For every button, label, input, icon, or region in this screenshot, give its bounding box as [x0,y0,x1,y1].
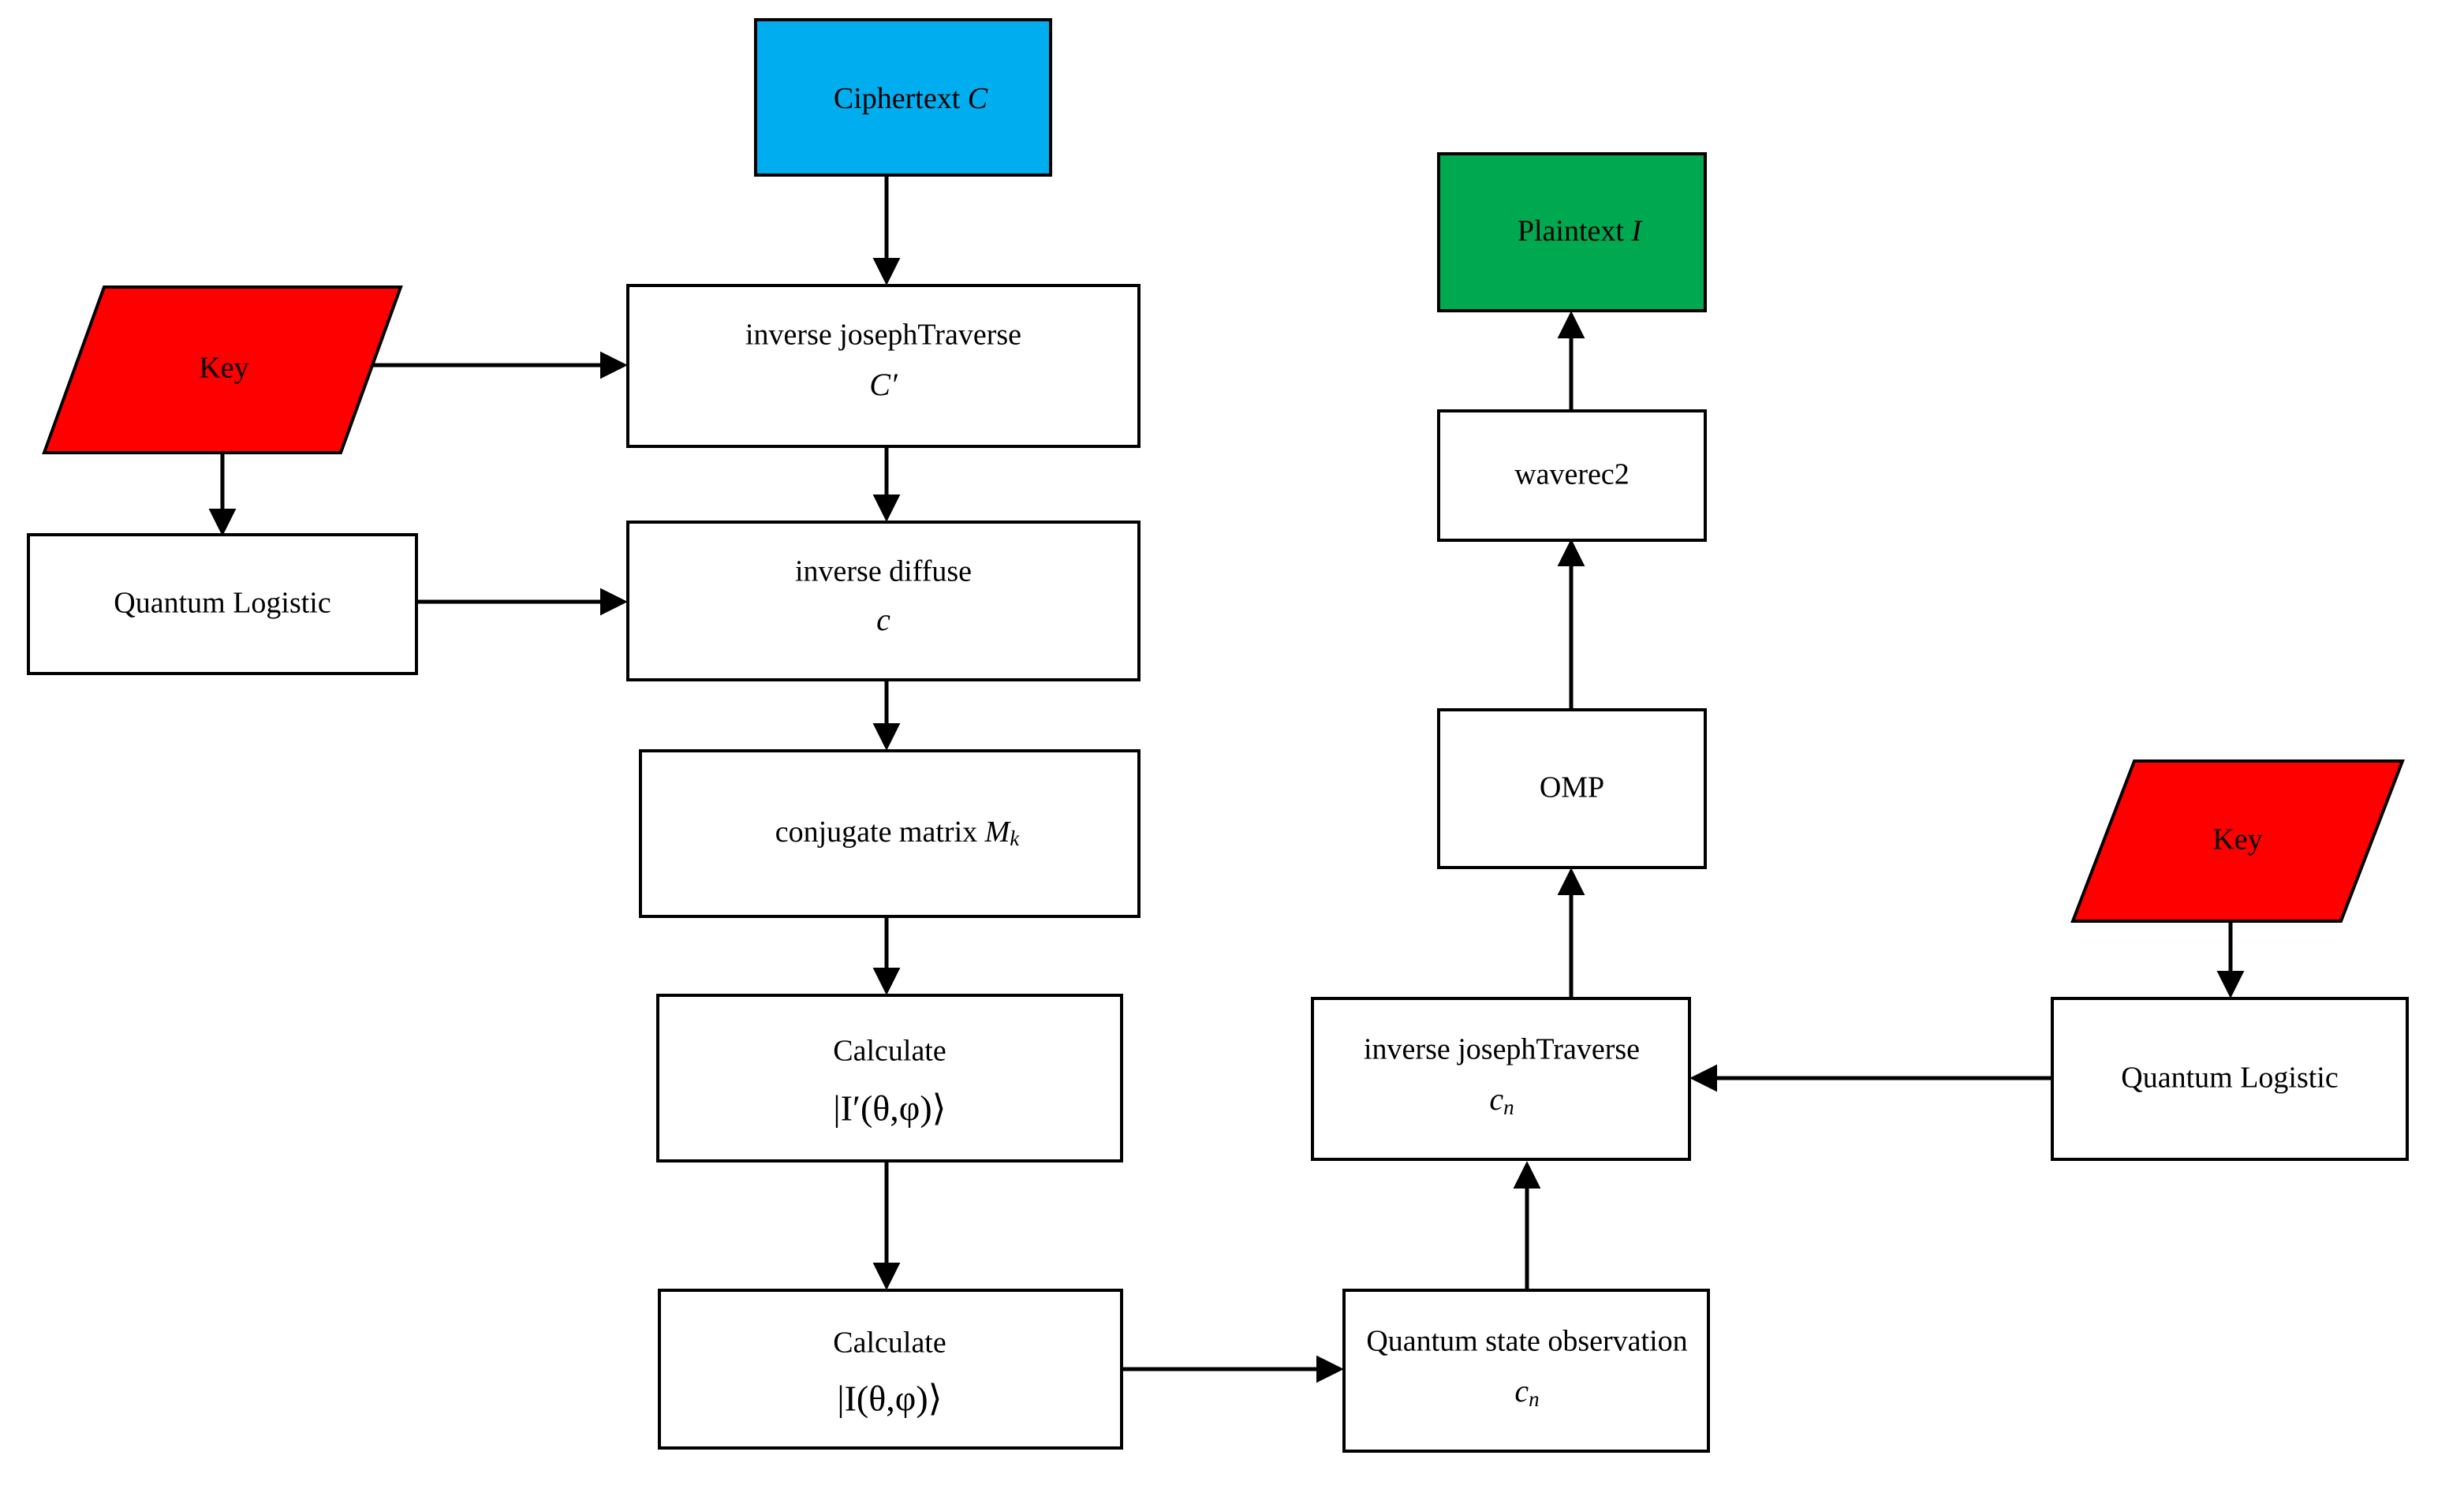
node-quantum-logistic-left-label: Quantum Logistic [114,587,330,620]
node-plaintext-symbol: I [1630,215,1643,248]
node-quantum-logistic-left[interactable]: Quantum Logistic [27,533,418,675]
node-quantum-state-observation-label: Quantum state observation [1366,1325,1687,1358]
svg-text:conjugate matrix Mk: conjugate matrix Mk [722,815,1057,855]
node-quantum-state-observation[interactable]: Quantum state observation cn [1342,1289,1710,1453]
node-key-right-label: Key [2212,823,2262,856]
svg-text:cn: cn [1514,1373,1539,1411]
node-conjugate-matrix-subscript: k [1010,827,1020,850]
node-key-left-label: Key [199,352,248,385]
edge-layer [208,175,2245,1383]
svg-text:cn: cn [1489,1081,1514,1119]
node-inverse-joseph-traverse-c-symbol: C′ [869,367,898,402]
node-inverse-joseph-traverse-cn-symbol: c [1489,1081,1503,1117]
node-inverse-diffuse-symbol: c [876,602,890,637]
node-calculate-i-prime[interactable]: Calculate |I′(θ,φ)⟩ [656,994,1123,1162]
node-inverse-joseph-traverse-cn-subscript: n [1503,1095,1514,1119]
node-calculate-i-symbol: |I(θ,φ)⟩ [837,1379,942,1419]
node-conjugate-matrix-symbol: M [984,815,1012,849]
node-inverse-joseph-traverse-cn[interactable]: inverse josephTraverse cn [1311,997,1691,1161]
node-plaintext-label: Plaintext [1518,215,1625,248]
node-inverse-diffuse[interactable]: inverse diffuse c [626,521,1141,681]
node-quantum-logistic-right[interactable]: Quantum Logistic [2051,997,2409,1161]
node-key-right[interactable]: Key [2070,759,2405,923]
node-calculate-i-prime-symbol: |I′(θ,φ)⟩ [833,1088,946,1129]
node-plaintext[interactable]: Plaintext I [1437,152,1707,312]
node-conjugate-matrix[interactable]: conjugate matrix Mk [639,749,1141,918]
node-waverec2[interactable]: waverec2 [1437,409,1707,542]
node-calculate-i-prime-label: Calculate [833,1035,946,1068]
node-calculate-i-label: Calculate [833,1327,946,1360]
node-quantum-logistic-right-label: Quantum Logistic [2121,1062,2338,1095]
node-quantum-state-observation-symbol: c [1514,1373,1529,1409]
node-ciphertext-label: Ciphertext [834,82,961,115]
node-inverse-diffuse-label: inverse diffuse [795,555,972,588]
node-inverse-joseph-traverse-c-label: inverse josephTraverse [745,319,1021,352]
node-key-left[interactable]: Key [42,285,403,454]
svg-text:Plaintext I: Plaintext I [1465,215,1678,248]
node-calculate-i[interactable]: Calculate |I(θ,φ)⟩ [658,1289,1123,1450]
node-conjugate-matrix-label: conjugate matrix [775,815,977,849]
svg-text:Ciphertext C: Ciphertext C [781,82,1025,115]
node-ciphertext[interactable]: Ciphertext C [754,18,1052,177]
node-ciphertext-symbol: C [968,82,988,115]
node-waverec2-label: waverec2 [1514,458,1630,491]
node-inverse-joseph-traverse-c[interactable]: inverse josephTraverse C′ [626,284,1141,448]
node-omp-label: OMP [1540,771,1604,804]
node-inverse-joseph-traverse-cn-label: inverse josephTraverse [1364,1033,1640,1066]
node-quantum-state-observation-subscript: n [1529,1387,1540,1411]
node-omp[interactable]: OMP [1437,708,1707,869]
